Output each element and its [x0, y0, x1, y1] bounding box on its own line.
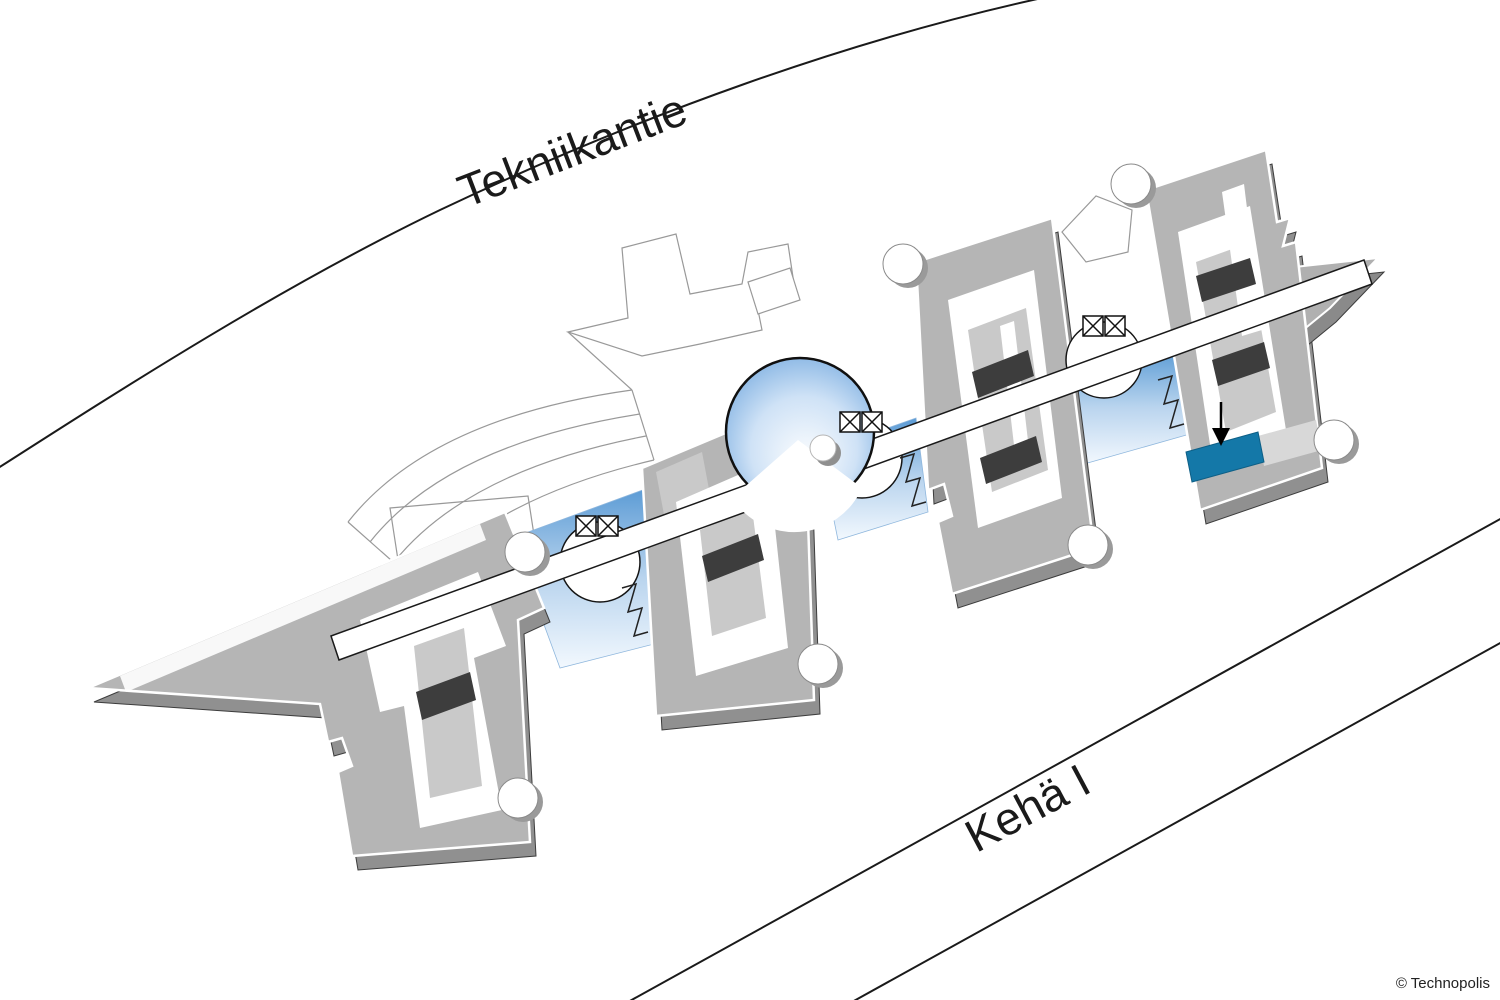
building-4-dark-band-1: [1196, 258, 1256, 302]
stair-tower-icon: [797, 643, 843, 688]
street-label-tekniikantie: Tekniikantie: [451, 83, 694, 218]
elevator-icon: [1082, 315, 1126, 337]
stair-tower-icon: [504, 531, 550, 576]
building-1-room: [414, 628, 482, 798]
building-4-dark-band-2: [1212, 342, 1270, 386]
dome-passage: [732, 440, 862, 533]
building-3-dark-band-1: [972, 350, 1034, 398]
building-3-dark-band-2: [980, 436, 1042, 484]
road-tekniikantie: [0, 0, 1038, 469]
elevator-icon: [839, 411, 883, 433]
stair-towers: [497, 163, 1359, 822]
elevator-icon: [575, 515, 619, 537]
highlighted-unit[interactable]: [1185, 431, 1265, 483]
elevator-icons: [575, 315, 1126, 537]
copyright-label: © Technopolis: [1396, 975, 1490, 992]
building-2-dark-band: [702, 534, 764, 582]
stair-tower-icon: [882, 243, 928, 288]
building-1-roof-stripe: [120, 524, 486, 692]
street-label-keha-1: Kehä I: [957, 754, 1099, 862]
stair-tower-icon: [1067, 524, 1113, 569]
building-1[interactable]: [87, 510, 551, 871]
stair-tower-icon: [1110, 163, 1156, 208]
building-4[interactable]: [1144, 148, 1386, 525]
location-marker-icon: [1212, 402, 1230, 446]
building-3[interactable]: [914, 216, 1101, 609]
central-dome: [724, 356, 876, 533]
road-keha-1: [629, 517, 1500, 1000]
building-1-dark-band: [416, 672, 476, 720]
building-4-corridor: [1222, 184, 1262, 336]
stair-tower-icon: [1313, 419, 1359, 464]
dome-knob: [809, 434, 837, 462]
building-4-bottom-strip: [1258, 420, 1322, 466]
glass-zigzag-edges: [621, 374, 1185, 638]
stair-tower-icon: [497, 777, 543, 822]
